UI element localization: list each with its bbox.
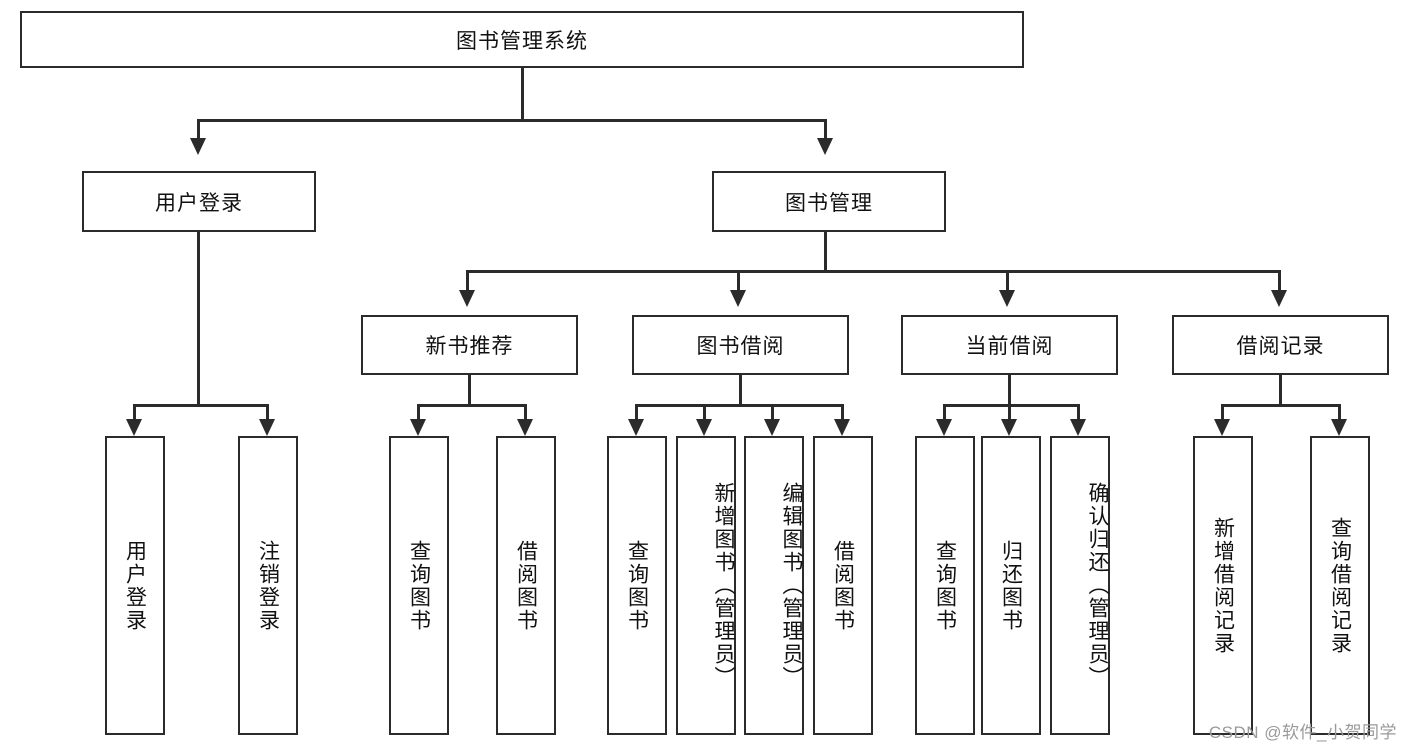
edge-level3-bus xyxy=(466,270,1281,273)
arrow-to-leaf-bb-query-book xyxy=(628,419,644,436)
arrow-to-leaf-cb-confirm-return xyxy=(1070,419,1086,436)
node-book-management[interactable]: 图书管理 xyxy=(712,171,946,232)
leaf-bb-add-book[interactable]: 新增图书（管理员） xyxy=(676,436,736,735)
leaf-nbr-query-book[interactable]: 查询图书 xyxy=(389,436,449,735)
edge-br-drop-2 xyxy=(1338,404,1341,420)
leaf-cb-confirm-return[interactable]: 确认归还（管理员） xyxy=(1050,436,1110,735)
arrow-to-user-login xyxy=(190,138,206,155)
edge-cb-drop-3 xyxy=(1077,404,1080,420)
edge-bb-drop-4 xyxy=(841,404,844,420)
leaf-bb-edit-book[interactable]: 编辑图书（管理员） xyxy=(744,436,804,735)
arrow-to-leaf-nbr-borrow-book xyxy=(517,419,533,436)
edge-root-bus xyxy=(197,119,827,122)
arrow-to-leaf-nbr-query-book xyxy=(410,419,426,436)
edge-cb-stem xyxy=(1008,375,1011,407)
node-label: 图书借阅 xyxy=(696,335,785,358)
node-new-book-recommend[interactable]: 新书推荐 xyxy=(361,315,578,375)
edge-level3-drop-3 xyxy=(1006,270,1009,292)
leaf-bb-borrow-book[interactable]: 借阅图书 xyxy=(813,436,873,735)
edge-cb-drop-2 xyxy=(1008,404,1011,420)
node-label: 编辑图书（管理员） xyxy=(780,482,803,689)
leaf-user-login[interactable]: 用户登录 xyxy=(105,436,165,735)
edge-root-stem xyxy=(521,68,524,120)
edge-user-login-drop-1 xyxy=(133,404,136,420)
arrow-to-new-book-recommend xyxy=(459,290,475,307)
node-label: 新增借阅记录 xyxy=(1211,516,1235,655)
node-label: 当前借阅 xyxy=(965,335,1054,358)
leaf-bb-query-book[interactable]: 查询图书 xyxy=(607,436,667,735)
arrow-to-leaf-br-query-record xyxy=(1331,419,1347,436)
edge-bb-bus xyxy=(635,404,844,407)
node-user-login[interactable]: 用户登录 xyxy=(82,171,316,232)
node-label: 确认归还（管理员） xyxy=(1086,482,1109,689)
arrow-to-leaf-user-login xyxy=(126,419,142,436)
node-label: 查询借阅记录 xyxy=(1328,516,1352,655)
node-label: 查询图书 xyxy=(407,539,431,632)
arrow-to-leaf-cb-return-book xyxy=(1001,419,1017,436)
edge-bb-drop-3 xyxy=(771,404,774,420)
edge-user-login-stem xyxy=(197,232,200,406)
node-label: 借阅记录 xyxy=(1236,335,1325,358)
leaf-cb-query-book[interactable]: 查询图书 xyxy=(915,436,975,735)
edge-nbr-stem xyxy=(468,375,471,407)
arrow-to-current-borrow xyxy=(999,290,1015,307)
leaf-br-query-record[interactable]: 查询借阅记录 xyxy=(1310,436,1370,735)
edge-level3-drop-4 xyxy=(1278,270,1281,292)
edge-cb-bus xyxy=(943,404,1080,407)
edge-nbr-bus xyxy=(417,404,527,407)
edge-br-drop-1 xyxy=(1221,404,1224,420)
node-label: 图书管理系统 xyxy=(456,29,588,53)
node-label: 借阅图书 xyxy=(514,539,538,632)
node-label: 查询图书 xyxy=(933,539,957,632)
edge-book-management-stem xyxy=(824,232,827,272)
edge-br-bus xyxy=(1221,404,1341,407)
node-label: 用户登录 xyxy=(155,191,243,215)
arrow-to-leaf-logout xyxy=(259,419,275,436)
edge-cb-drop-1 xyxy=(943,404,946,420)
edge-user-login-drop-2 xyxy=(266,404,269,420)
node-label: 新增图书（管理员） xyxy=(712,482,735,689)
arrow-to-leaf-bb-edit-book xyxy=(764,419,780,436)
arrow-to-leaf-bb-borrow-book xyxy=(834,419,850,436)
edge-nbr-drop-2 xyxy=(524,404,527,420)
csdn-watermark: CSDN @软件_小贺同学 xyxy=(1208,723,1397,742)
node-label: 图书管理 xyxy=(785,191,873,215)
edge-root-to-book-management xyxy=(824,119,827,141)
leaf-nbr-borrow-book[interactable]: 借阅图书 xyxy=(496,436,556,735)
arrow-to-book-borrow xyxy=(730,290,746,307)
edge-bb-stem xyxy=(739,375,742,407)
edge-level3-drop-2 xyxy=(737,270,740,292)
edge-user-login-bus xyxy=(133,404,269,407)
leaf-logout[interactable]: 注销登录 xyxy=(238,436,298,735)
node-label: 注销登录 xyxy=(256,539,280,632)
node-label: 借阅图书 xyxy=(831,539,855,632)
arrow-to-leaf-bb-add-book xyxy=(696,419,712,436)
node-label: 新书推荐 xyxy=(425,335,514,358)
node-label: 用户登录 xyxy=(123,539,147,632)
edge-br-stem xyxy=(1279,375,1282,407)
node-current-borrow[interactable]: 当前借阅 xyxy=(901,315,1118,375)
node-label: 归还图书 xyxy=(999,539,1023,632)
arrow-to-borrow-record xyxy=(1271,290,1287,307)
leaf-br-add-record[interactable]: 新增借阅记录 xyxy=(1193,436,1253,735)
edge-bb-drop-2 xyxy=(703,404,706,420)
edge-bb-drop-1 xyxy=(635,404,638,420)
node-root-book-management-system[interactable]: 图书管理系统 xyxy=(20,11,1024,68)
arrow-to-book-management xyxy=(817,138,833,155)
arrow-to-leaf-br-add-record xyxy=(1214,419,1230,436)
edge-nbr-drop-1 xyxy=(417,404,420,420)
edge-root-to-user-login xyxy=(197,119,200,141)
edge-level3-drop-1 xyxy=(466,270,469,292)
node-borrow-record[interactable]: 借阅记录 xyxy=(1172,315,1389,375)
node-book-borrow[interactable]: 图书借阅 xyxy=(632,315,849,375)
leaf-cb-return-book[interactable]: 归还图书 xyxy=(981,436,1041,735)
arrow-to-leaf-cb-query-book xyxy=(936,419,952,436)
node-label: 查询图书 xyxy=(625,539,649,632)
